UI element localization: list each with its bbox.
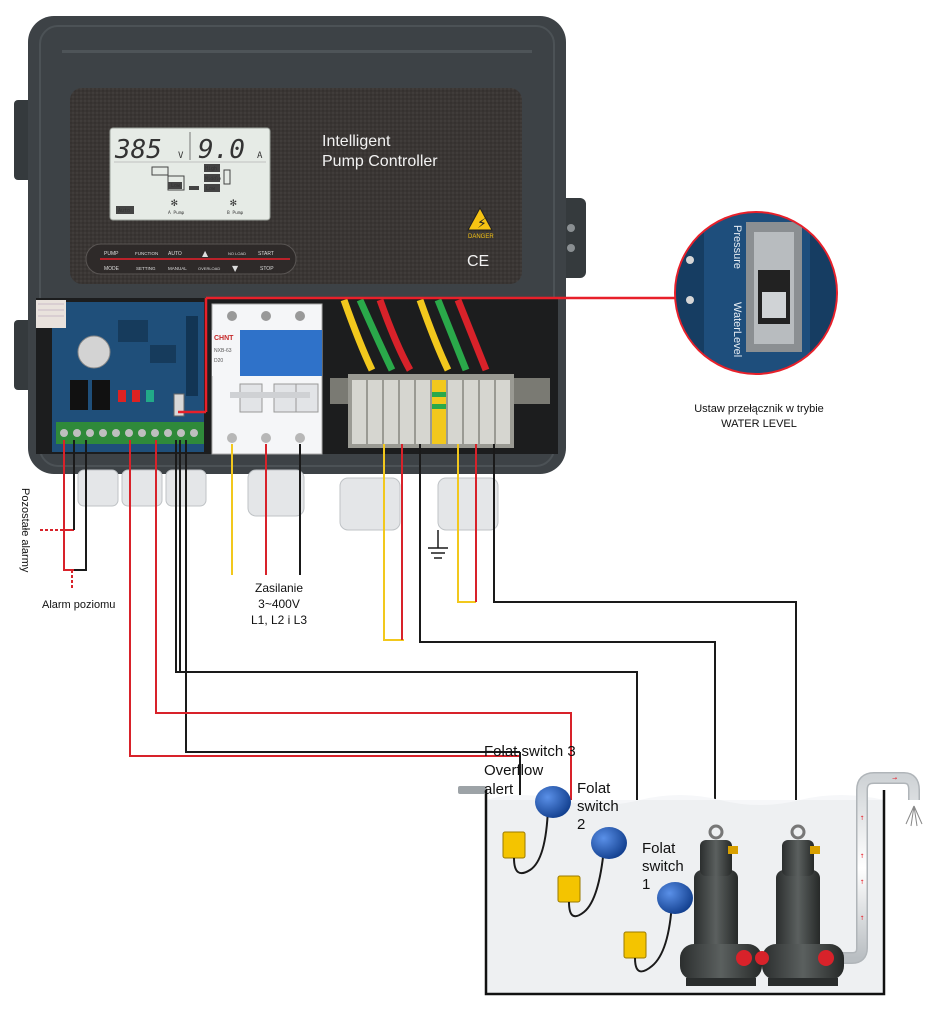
noload-indicator: NO LOAD — [228, 251, 246, 256]
svg-text:→: → — [892, 775, 897, 782]
product-title-line2: Pump Controller — [322, 153, 438, 170]
lcd-low-level: Low — [206, 186, 216, 192]
fan-icon: ✻ — [230, 196, 237, 209]
level-alarm-label: Alarm poziomu — [42, 599, 115, 611]
manual-button[interactable]: MANUAL — [168, 266, 187, 271]
float3-label-line3: alert — [484, 781, 514, 798]
ce-mark: CE — [467, 253, 489, 270]
up-arrow-icon[interactable]: ▲ — [202, 249, 209, 258]
float2-label-line2: switch — [577, 798, 619, 815]
breaker-rating: D20 — [214, 358, 223, 364]
fan-icon: ✻ — [171, 196, 178, 209]
cable-glands — [77, 469, 499, 531]
mode-button[interactable]: MODE — [104, 266, 120, 272]
lcd-display: 385 V 9.0 A Low High Middle Low Auto ✻ A… — [109, 127, 271, 221]
other-alarms-label: Pozostałe alarmy — [19, 488, 31, 573]
lcd-pump-a: A Pump — [168, 210, 185, 216]
svg-text:⚡: ⚡ — [477, 216, 487, 232]
lcd-low: Low — [171, 183, 181, 189]
lcd-mode-auto: Auto — [118, 208, 130, 214]
power-supply-wiring — [231, 444, 301, 575]
switch-instruction-line2: WATER LEVEL — [721, 418, 797, 430]
svg-text:↑: ↑ — [859, 879, 864, 886]
submersible-pump-b — [755, 824, 844, 986]
zoom-label-pressure: Pressure — [731, 225, 743, 269]
float1-label-line2: switch — [642, 858, 684, 875]
float1-label-line1: Folat — [642, 840, 676, 857]
svg-text:↑: ↑ — [859, 815, 864, 822]
ground-icon — [428, 530, 448, 559]
terminal-block-control — [56, 422, 204, 444]
alarm-wiring — [40, 440, 87, 590]
float1-label-line3: 1 — [642, 876, 650, 893]
float-switch-3 — [502, 786, 571, 874]
breaker-model: NXB-63 — [214, 348, 232, 354]
zoom-connector — [178, 296, 676, 414]
float2-label-line1: Folat — [577, 780, 611, 797]
float-switch-2 — [557, 827, 627, 918]
start-button[interactable]: START — [258, 251, 274, 257]
danger-label: DANGER — [468, 234, 494, 240]
stop-button[interactable]: STOP — [260, 266, 274, 272]
breaker-brand: CHNT — [214, 335, 234, 342]
svg-text:↑: ↑ — [859, 853, 864, 860]
setting-button[interactable]: SETTING — [136, 266, 156, 271]
submersible-pump-a — [680, 824, 762, 986]
front-panel: 385 V 9.0 A Low High Middle Low Auto ✻ A… — [70, 88, 522, 284]
backup-battery — [77, 335, 111, 369]
switch-instruction-line1: Ustaw przełącznik w trybie — [694, 403, 824, 415]
power-label-line3: L1, L2 i L3 — [251, 613, 307, 627]
power-label-line1: Zasilanie — [255, 581, 303, 595]
down-arrow-icon[interactable]: ▼ — [232, 264, 239, 273]
zoom-label-water-level: WaterLevel — [731, 302, 743, 357]
float2-label-line3: 2 — [577, 816, 585, 833]
switch-zoom-view: Pressure WaterLevel — [674, 211, 838, 375]
lcd-pump-b: B Pump — [227, 210, 244, 216]
float3-label-line2: Overflow — [484, 762, 543, 779]
internal-compartment: CHNT NXB-63 D20 — [36, 298, 558, 455]
button-strip: PUMP FUNCTION AUTO ▲ NO LOAD START MODE … — [85, 243, 297, 275]
lcd-voltage: 385 — [114, 135, 162, 165]
product-title-line1: Intelligent — [322, 133, 391, 150]
lcd-current-unit: A — [257, 151, 263, 161]
lcd-voltage-unit: V — [178, 151, 184, 161]
lcd-high: High — [205, 166, 217, 172]
water-spray-icon — [905, 805, 923, 827]
mode-selector-switch[interactable] — [173, 393, 185, 417]
svg-text:↑: ↑ — [859, 915, 864, 922]
danger-warning-icon: ⚡ DANGER — [467, 206, 494, 240]
power-label-line2: 3~400V — [258, 597, 300, 611]
float-switch-1 — [623, 882, 693, 973]
float3-label-line1: Folat switch 3 — [484, 743, 576, 760]
lcd-current: 9.0 — [198, 135, 245, 165]
overload-indicator: OVERLOAD — [198, 266, 220, 271]
terminal-block-power — [330, 374, 550, 448]
pump-wiring — [383, 444, 797, 840]
pump-button[interactable]: PUMP — [104, 251, 119, 257]
function-button[interactable]: FUNCTION — [135, 251, 158, 256]
auto-button[interactable]: AUTO — [168, 251, 182, 257]
lcd-middle: Middle — [205, 176, 222, 182]
circuit-breaker: CHNT NXB-63 D20 — [211, 303, 323, 455]
